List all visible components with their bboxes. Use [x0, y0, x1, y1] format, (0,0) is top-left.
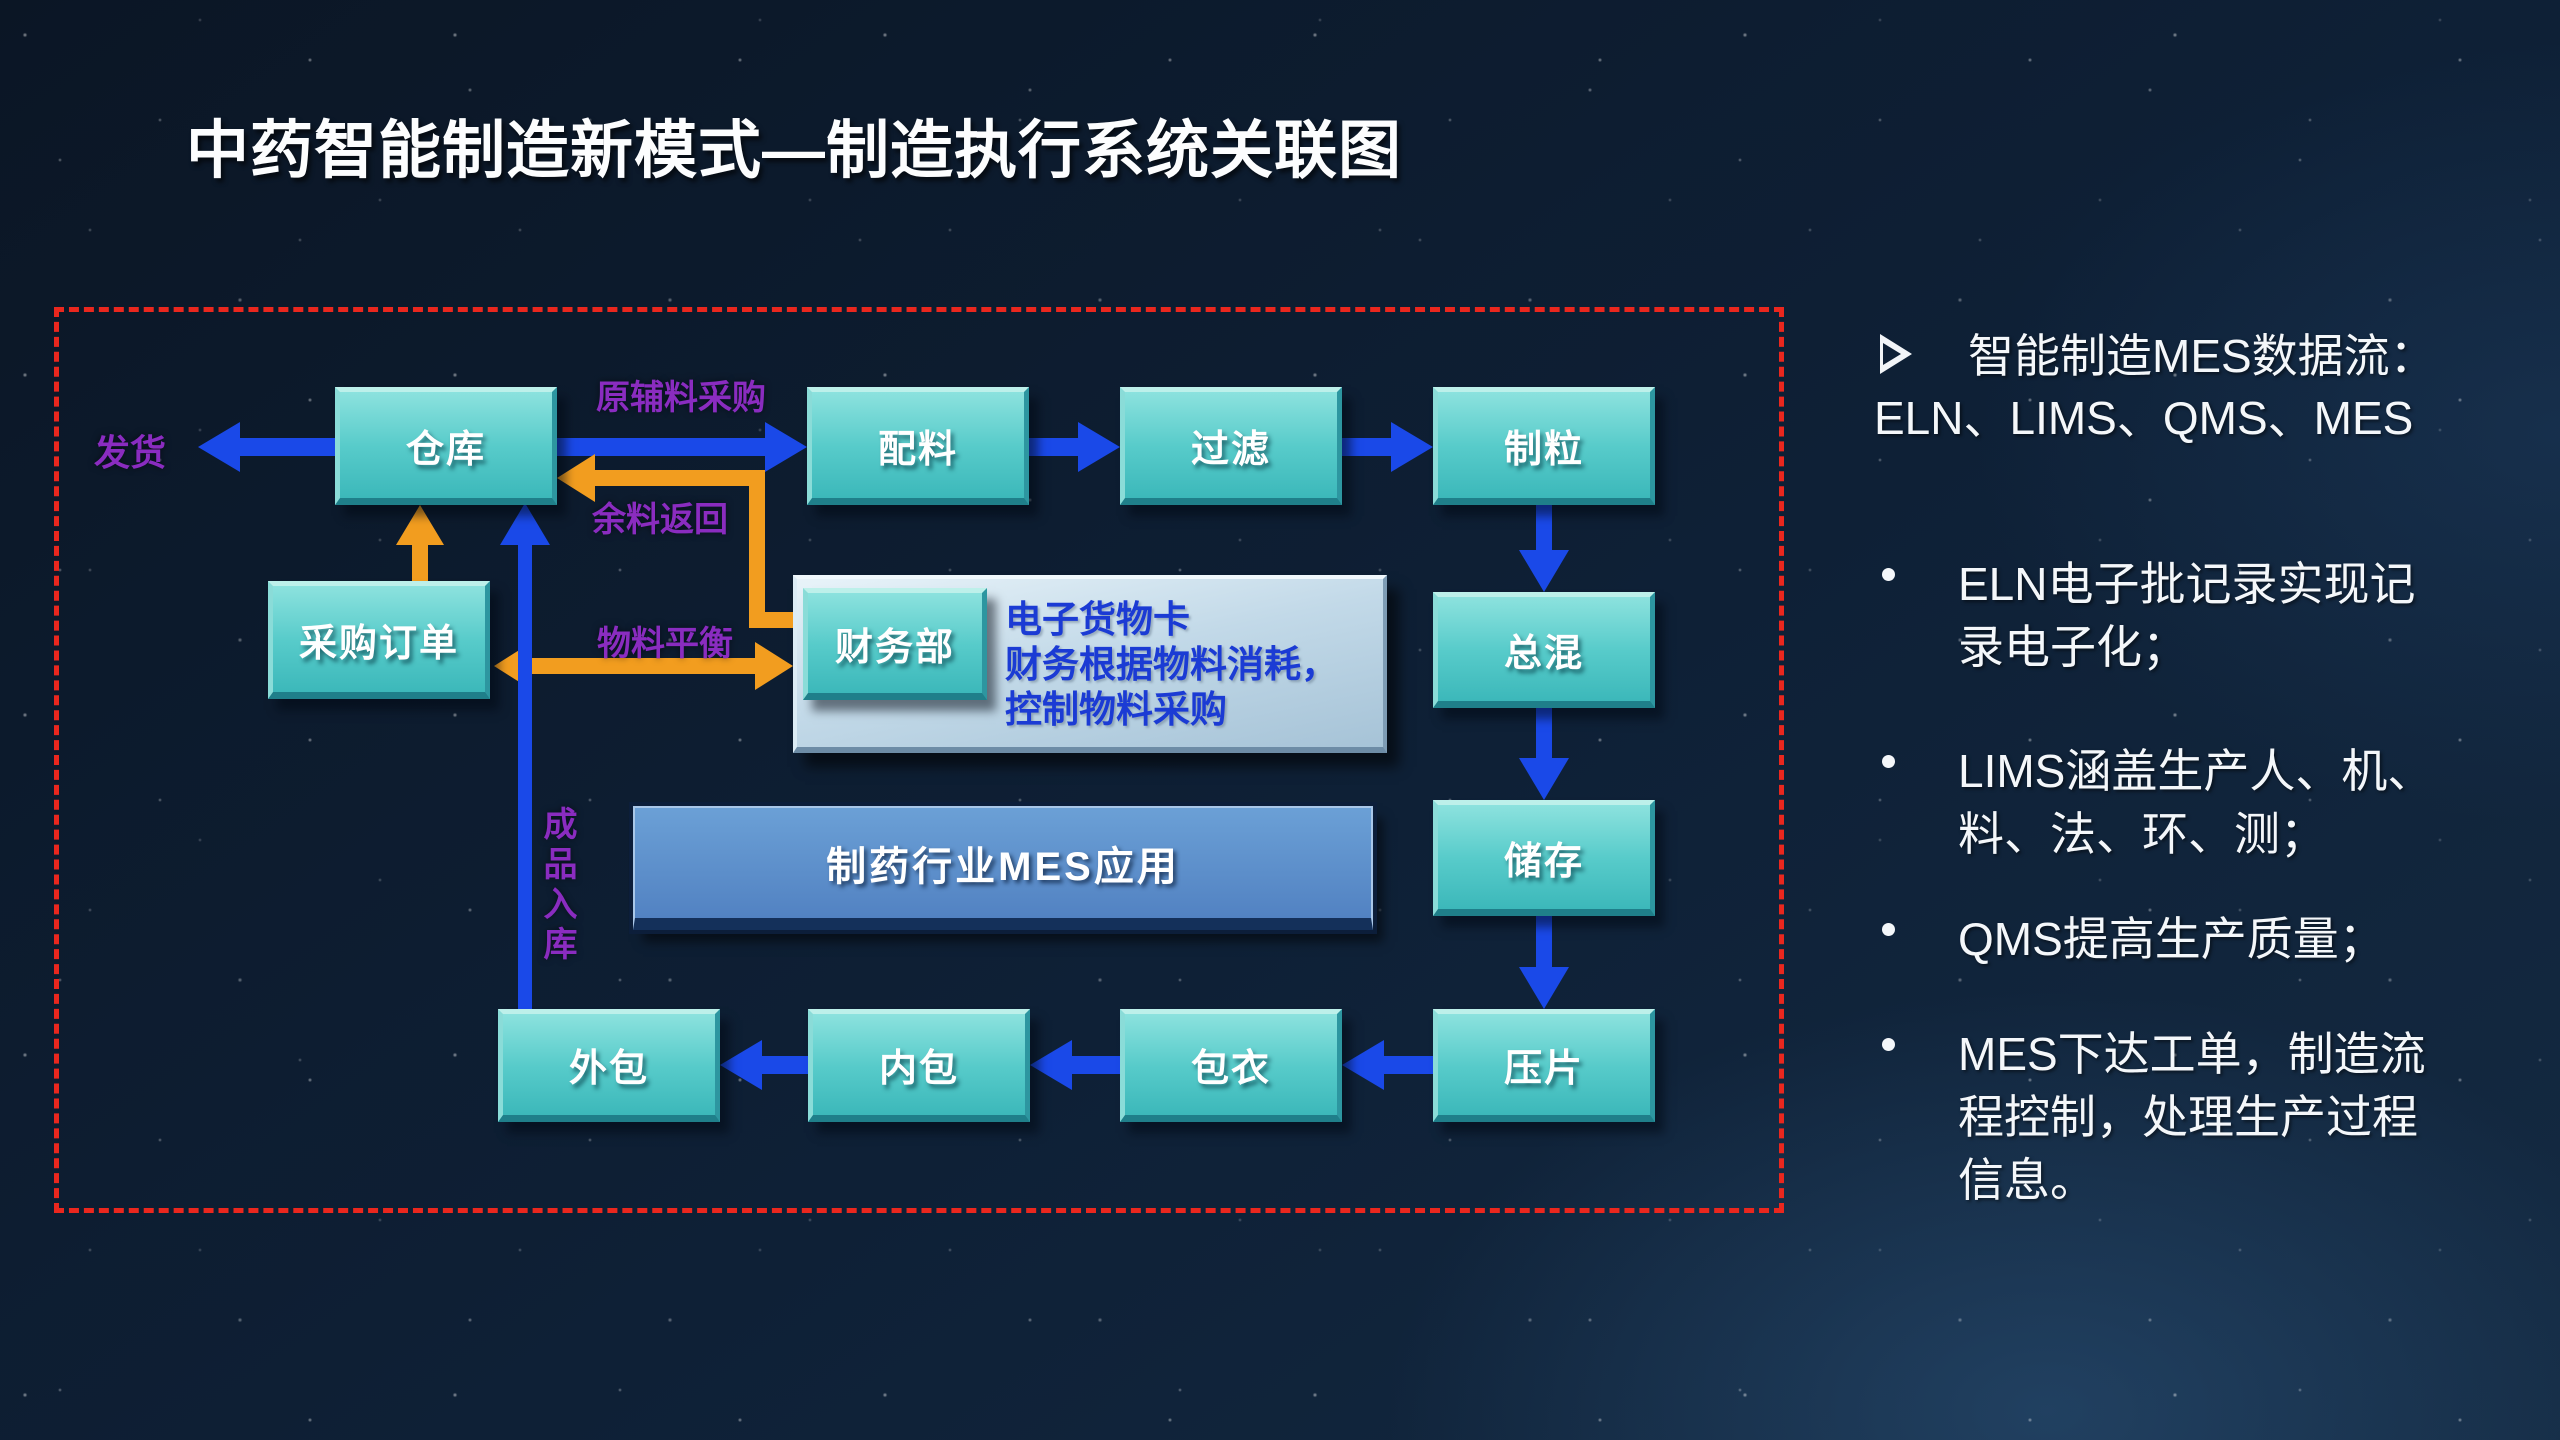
arrow-head-right	[1078, 422, 1120, 472]
box-batching: 配料	[807, 387, 1029, 505]
finance-note-line: 控制物料采购	[1005, 689, 1227, 730]
finance-note-line: 电子货物卡	[1005, 599, 1190, 640]
finance-note-line: 财务根据物料消耗，	[1005, 644, 1338, 685]
bullet-dot-icon	[1882, 755, 1895, 768]
box-finance-dept-label: 财务部	[834, 626, 955, 669]
box-batching-label: 配料	[877, 428, 958, 471]
arrow-head-right	[755, 642, 793, 690]
arrow-segment	[1536, 505, 1552, 552]
arrow-segment	[1536, 708, 1552, 760]
bullet-dot-icon	[1882, 923, 1895, 936]
arrow-head-down	[1519, 758, 1569, 800]
arrow-head-down	[1519, 550, 1569, 592]
bullet-qms-line1: QMS提高生产质量；	[1958, 913, 2385, 965]
arrow-segment	[749, 470, 765, 620]
box-finance-dept: 财务部	[803, 588, 987, 700]
page-title: 中药智能制造新模式—制造执行系统关联图	[186, 116, 1402, 186]
arrow-segment	[412, 543, 428, 581]
label-surplus-return: 余料返回	[592, 501, 728, 539]
arrow-bullet-hollow	[1883, 343, 1901, 365]
arrow-bullet-icon	[1880, 334, 1914, 374]
box-warehouse: 仓库	[335, 387, 557, 505]
sidebar-heading-line2: ELN、LIMS、QMS、MES	[1874, 392, 2414, 444]
arrow-segment	[1029, 438, 1081, 456]
arrow-head-right	[1391, 422, 1433, 472]
box-total-mixing-label: 总混	[1503, 632, 1584, 675]
arrow-segment	[760, 1056, 808, 1074]
bullet-lims-line2: 料、法、环、测；	[1958, 808, 2326, 860]
box-coating-label: 包衣	[1190, 1048, 1271, 1090]
box-inner-packaging: 内包	[808, 1009, 1030, 1122]
box-filtering: 过滤	[1120, 387, 1342, 505]
sidebar-heading-line1: 智能制造MES数据流：	[1968, 330, 2436, 382]
box-granulation: 制粒	[1433, 387, 1655, 505]
box-purchase-order-label: 采购订单	[298, 622, 459, 665]
arrow-segment	[238, 438, 335, 456]
arrow-segment	[1070, 1056, 1120, 1074]
finance-note-text: 电子货物卡 财务根据物料消耗， 控制物料采购	[1005, 597, 1338, 732]
arrow-segment	[1536, 916, 1552, 969]
box-purchase-order: 采购订单	[268, 581, 490, 699]
bullet-lims-line1: LIMS涵盖生产人、机、	[1958, 745, 2434, 797]
arrow-segment	[518, 544, 532, 1009]
label-material-balance: 物料平衡	[597, 625, 733, 663]
box-coating: 包衣	[1120, 1009, 1342, 1122]
bullet-mes-line1: MES下达工单，制造流	[1958, 1028, 2426, 1080]
arrow-head-right	[765, 422, 807, 472]
box-mes-application: 制药行业MES应用	[633, 806, 1373, 930]
bullet-mes-line2: 程控制，处理生产过程	[1958, 1091, 2418, 1143]
arrow-head-left	[557, 454, 595, 502]
bullet-mes-line3: 信息。	[1958, 1154, 2096, 1206]
box-storage: 储存	[1433, 800, 1655, 916]
arrow-head-up	[500, 503, 550, 545]
bullet-eln-line1: ELN电子批记录实现记	[1958, 558, 2416, 610]
box-tablet-pressing-label: 压片	[1503, 1048, 1584, 1090]
arrow-segment	[595, 470, 749, 486]
box-outer-packaging-label: 外包	[568, 1048, 649, 1090]
arrow-head-left	[720, 1040, 762, 1090]
bullet-dot-icon	[1882, 1038, 1895, 1051]
box-storage-label: 储存	[1503, 840, 1584, 883]
box-granulation-label: 制粒	[1503, 428, 1584, 471]
bullet-eln-line2: 录电子化；	[1958, 621, 2188, 673]
label-raw-material-purchase: 原辅料采购	[596, 379, 766, 417]
label-shipping: 发货	[94, 432, 167, 473]
box-tablet-pressing: 压片	[1433, 1009, 1655, 1122]
arrow-head-down	[1519, 967, 1569, 1009]
arrow-head-up	[396, 505, 444, 545]
label-finished-goods-inbound: 成品入库	[538, 806, 576, 966]
box-outer-packaging: 外包	[498, 1009, 720, 1122]
box-mes-application-label: 制药行业MES应用	[826, 845, 1180, 889]
arrow-head-left	[1342, 1040, 1384, 1090]
box-filtering-label: 过滤	[1190, 428, 1271, 471]
arrow-head-left	[198, 422, 240, 472]
arrow-segment	[749, 612, 793, 628]
box-warehouse-label: 仓库	[405, 428, 486, 471]
arrow-segment	[1382, 1056, 1434, 1074]
box-total-mixing: 总混	[1433, 592, 1655, 708]
arrow-head-left	[1030, 1040, 1072, 1090]
arrow-segment	[1342, 438, 1395, 456]
bullet-dot-icon	[1882, 568, 1895, 581]
box-inner-packaging-label: 内包	[878, 1048, 959, 1090]
